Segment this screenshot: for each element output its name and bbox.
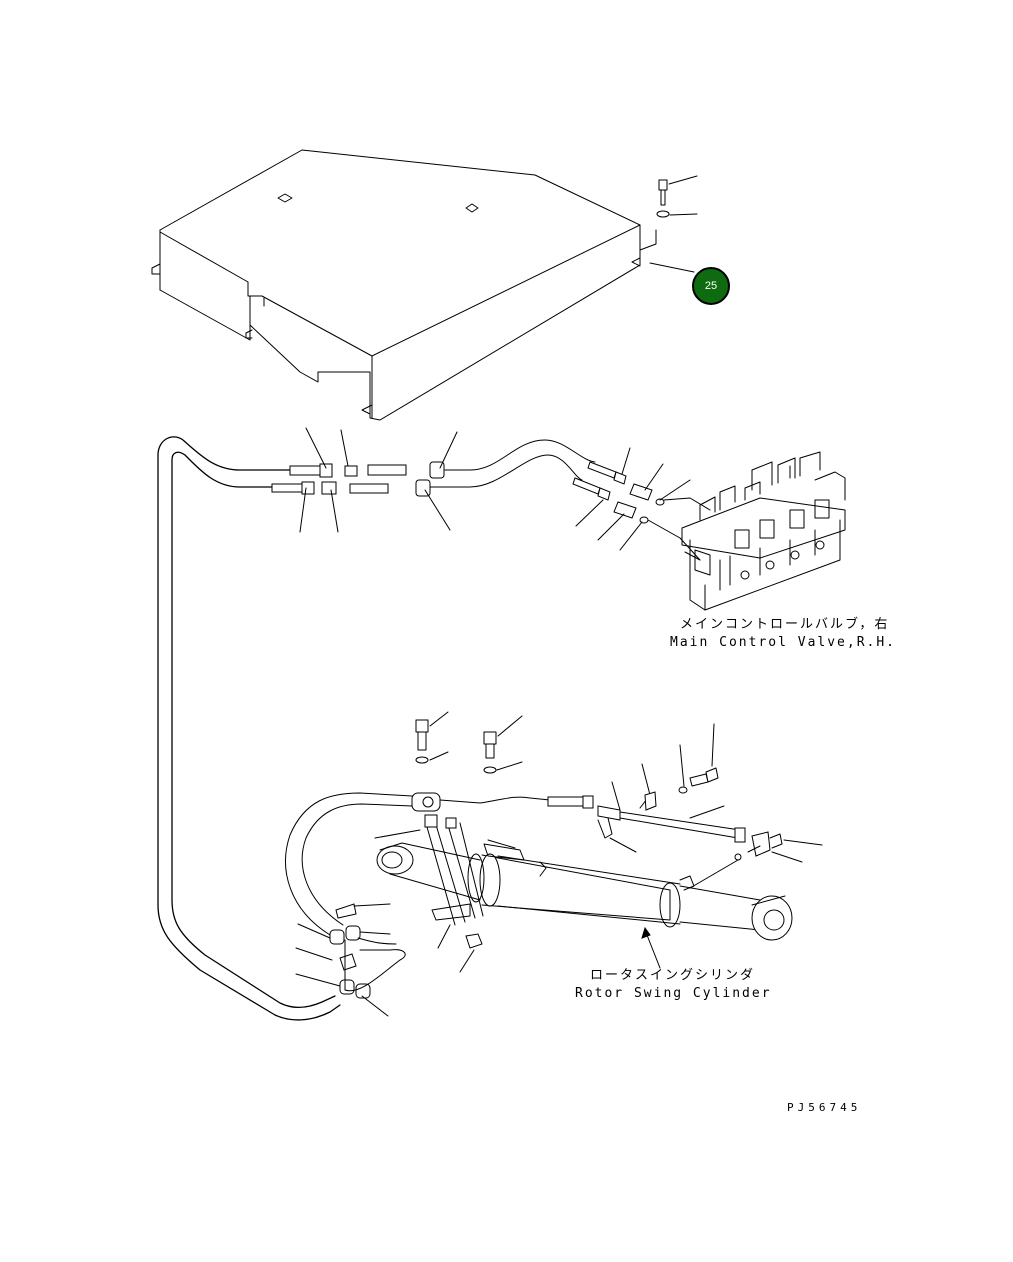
rotor-swing-cylinder <box>374 814 793 973</box>
main-control-valve-label-en: Main Control Valve,R.H. <box>670 635 897 650</box>
callout-number: 25 <box>704 280 718 292</box>
lower-clamps <box>295 903 406 1017</box>
rotor-swing-cylinder-label-jp: ロータスイングシリンダ <box>590 968 756 983</box>
cover-bolt <box>639 175 698 273</box>
rotor-swing-cylinder-label-en: Rotor Swing Cylinder <box>575 986 772 1001</box>
main-control-valve-label-jp: メインコントロールバルブ，右 <box>680 617 890 632</box>
callout-25[interactable]: 25 <box>692 267 730 305</box>
main-control-valve <box>681 451 846 611</box>
cover-plate <box>151 149 641 421</box>
lower-hoses <box>285 763 823 936</box>
hose-top-run <box>271 427 711 561</box>
drawing-code: PJ56745 <box>787 1101 862 1114</box>
hose-pipe-long <box>157 436 341 1021</box>
lower-bolts <box>415 711 719 794</box>
